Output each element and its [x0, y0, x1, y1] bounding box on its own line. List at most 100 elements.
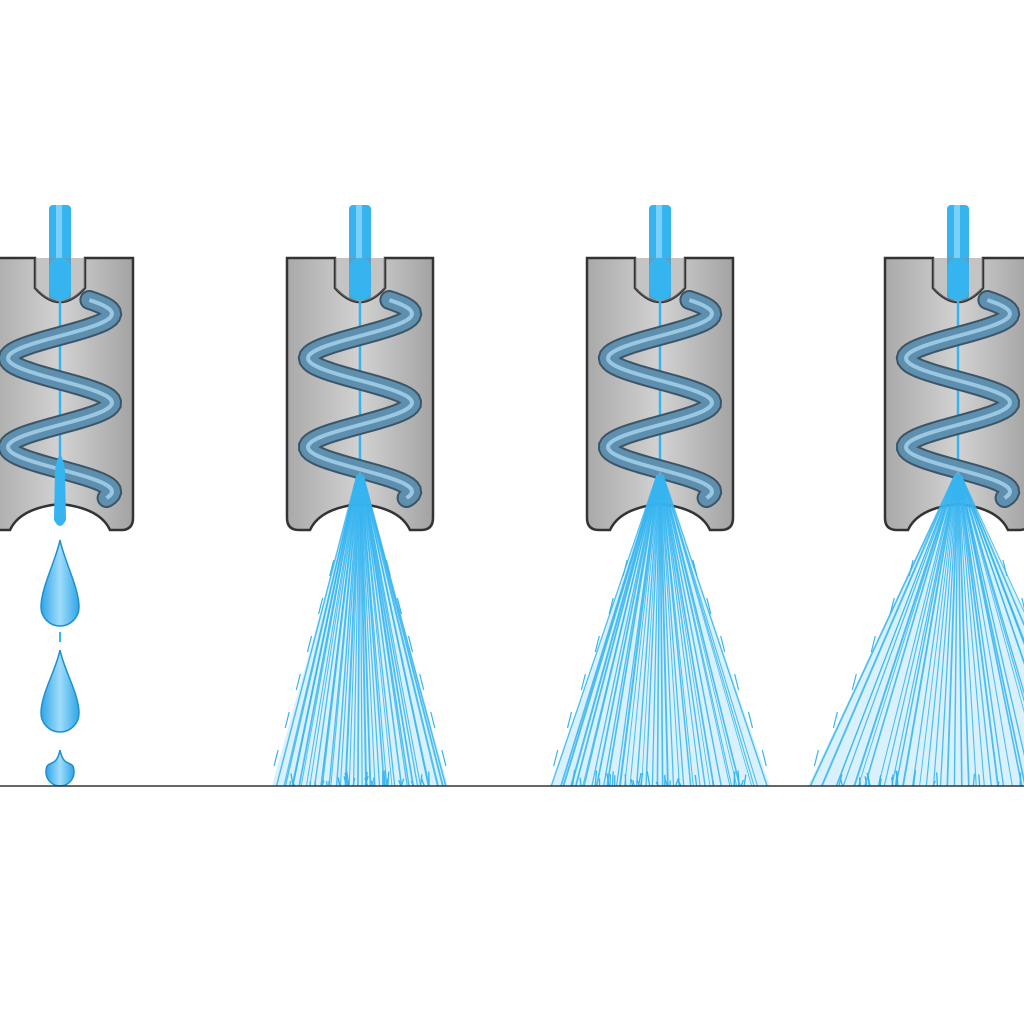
spray-mist	[870, 635, 876, 653]
spray-mist	[430, 711, 436, 729]
splash	[630, 778, 634, 787]
splash	[410, 780, 415, 787]
splash	[640, 773, 644, 787]
spray-streak	[835, 474, 956, 787]
spray-streak	[660, 474, 680, 787]
spray-mist	[419, 673, 425, 691]
splash	[321, 779, 325, 787]
spray-streak	[661, 474, 733, 787]
spray-streak	[957, 474, 970, 787]
feed-stream-highlight	[656, 205, 662, 300]
feed-stream-highlight	[356, 205, 362, 300]
spray-streak	[959, 474, 1024, 713]
spray-mist	[1002, 559, 1008, 577]
spray-streak	[891, 474, 958, 787]
spray-streak	[960, 474, 1024, 627]
spray-streak	[360, 474, 388, 787]
spray-mist	[692, 559, 698, 577]
splash	[678, 780, 682, 787]
splash	[385, 778, 389, 787]
spray-cone	[550, 470, 770, 786]
spray-streak	[959, 474, 1024, 695]
spray-streak	[958, 474, 992, 787]
splash	[896, 770, 899, 787]
spray-streak	[820, 474, 957, 787]
spray-mist	[889, 597, 895, 615]
spray-streak	[360, 474, 396, 787]
splash	[712, 780, 714, 787]
spray-streak	[911, 474, 958, 787]
spray-streak	[864, 474, 957, 787]
spray-streak	[659, 474, 675, 787]
spray-streak	[809, 474, 956, 787]
spray-streak	[292, 474, 359, 787]
spray-streak	[641, 474, 660, 787]
splash	[346, 771, 350, 787]
nozzle-2	[272, 205, 448, 787]
spray-mist	[720, 635, 726, 653]
spray-streak	[359, 474, 376, 787]
spray-origin	[354, 480, 366, 500]
helix-highlight	[903, 298, 1013, 500]
spray-streak	[958, 474, 1024, 757]
spray-streak	[651, 474, 661, 787]
nozzle-4	[808, 205, 1024, 787]
spray-streak	[320, 474, 360, 787]
spray-mist	[608, 597, 614, 615]
spray-streak	[902, 474, 958, 787]
spray-mist	[306, 635, 313, 653]
spray-mist	[295, 673, 301, 691]
spray-streak	[357, 474, 361, 787]
spray-streak	[659, 474, 664, 787]
spray-streak	[958, 474, 1005, 787]
splash	[912, 770, 917, 787]
spray-streak	[618, 474, 660, 787]
splash	[972, 773, 976, 787]
spray-streak	[591, 474, 659, 787]
splash	[609, 774, 612, 787]
spray-streak	[305, 474, 359, 787]
spray-origin	[654, 480, 666, 500]
spray-mist	[832, 711, 838, 729]
spray-streak	[635, 474, 661, 787]
feed-stream-highlight	[954, 205, 960, 300]
spray-streak	[314, 474, 360, 787]
helix-highlight	[605, 298, 715, 500]
splash	[289, 780, 292, 787]
spray-streak	[361, 474, 439, 787]
water-drop	[45, 749, 75, 787]
spray-mist	[441, 749, 447, 767]
helix-highlight	[5, 298, 115, 500]
spray-streak	[662, 474, 768, 787]
spray-streak	[583, 474, 659, 787]
spray-streak	[659, 474, 669, 787]
spray-streak	[661, 474, 723, 787]
splash	[571, 770, 576, 787]
spray-streak	[957, 474, 985, 787]
spray-streak	[857, 474, 957, 787]
splash	[864, 776, 868, 787]
spray-streak	[629, 474, 660, 787]
splash	[867, 775, 870, 787]
spray-streak	[606, 474, 660, 787]
spray-streak	[562, 474, 659, 787]
spray-streak	[595, 474, 660, 787]
splash	[337, 778, 341, 787]
spray-mist	[706, 597, 712, 615]
splash	[839, 778, 844, 787]
spray-mist	[553, 749, 559, 767]
spray-mist	[734, 673, 740, 691]
spray-streak	[957, 474, 963, 787]
inlet-stream	[947, 258, 969, 300]
splash	[646, 771, 651, 787]
splash	[352, 777, 356, 787]
splash	[632, 779, 635, 787]
spray-streak	[335, 474, 360, 787]
splash	[637, 772, 642, 787]
splash	[594, 770, 598, 787]
spray-streak	[656, 474, 661, 787]
spray-streak	[284, 474, 358, 787]
spray-mist	[851, 673, 857, 691]
splash	[936, 772, 939, 787]
